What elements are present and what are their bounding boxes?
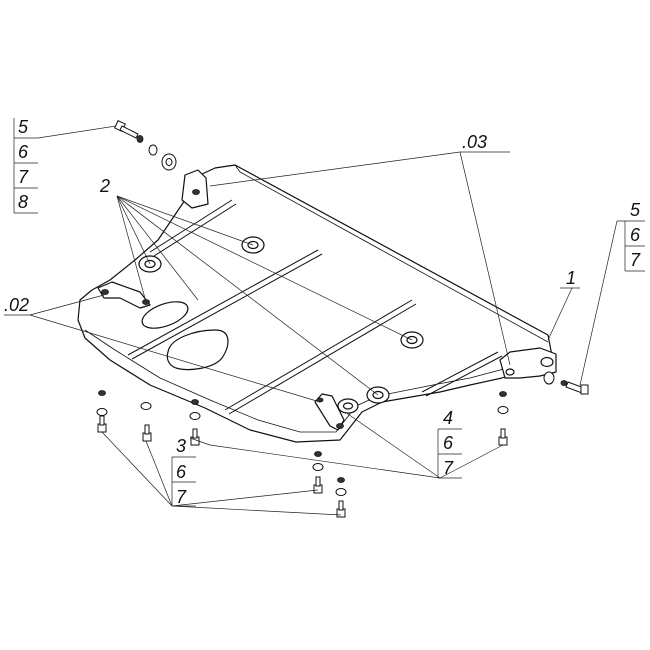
rib-2 [127,249,319,356]
rear-bracket-center [314,393,345,431]
protection-plate [77,164,553,443]
callout-front-bracket: .03 [462,132,487,152]
rib-4 [421,351,499,393]
leader-lines [29,125,618,516]
bolt-stack-4 [312,451,324,494]
front-bracket-right [499,347,557,379]
callout-label: 7 [176,487,187,507]
rib-3 [224,299,413,411]
callout-label: 4 [443,408,453,428]
oval-opening-large [166,329,229,371]
bolt-stack-2 [140,402,152,442]
callout-label: 6 [443,433,454,453]
rear-bracket-left [97,281,151,309]
callout-label: 7 [443,458,454,478]
callout-label: 3 [176,436,186,456]
callout-label: 6 [176,462,187,482]
callout-rear-bracket: .02 [4,295,29,315]
callout-label: 6 [630,225,641,245]
callout-bolt-right: 5 6 7 [617,200,645,272]
callout-label: 7 [630,250,641,270]
callout-studs: 2 [99,176,110,196]
rib-1 [149,199,233,253]
callout-label: 7 [18,167,29,187]
bolt-stack-5 [335,477,347,518]
callout-bolt-bottom-right: 4 6 7 [437,408,462,479]
bolt-stack-6 [497,391,509,446]
bolt-top-left [114,120,177,171]
callout-label: 5 [630,200,641,220]
callout-label: 5 [18,117,29,137]
oval-opening-small [141,301,189,329]
callout-bolt-bottom-center: 3 6 7 [171,436,196,507]
callout-label: 6 [18,142,29,162]
stud-boss-5 [337,398,359,414]
callout-label: 8 [18,192,28,212]
bolt-right [543,371,589,395]
bolt-stack-1 [96,390,108,433]
callout-bolt-top-left: 5 6 7 8 [13,117,38,214]
front-bracket-top [181,169,209,209]
callout-plate: 1 [566,268,576,288]
